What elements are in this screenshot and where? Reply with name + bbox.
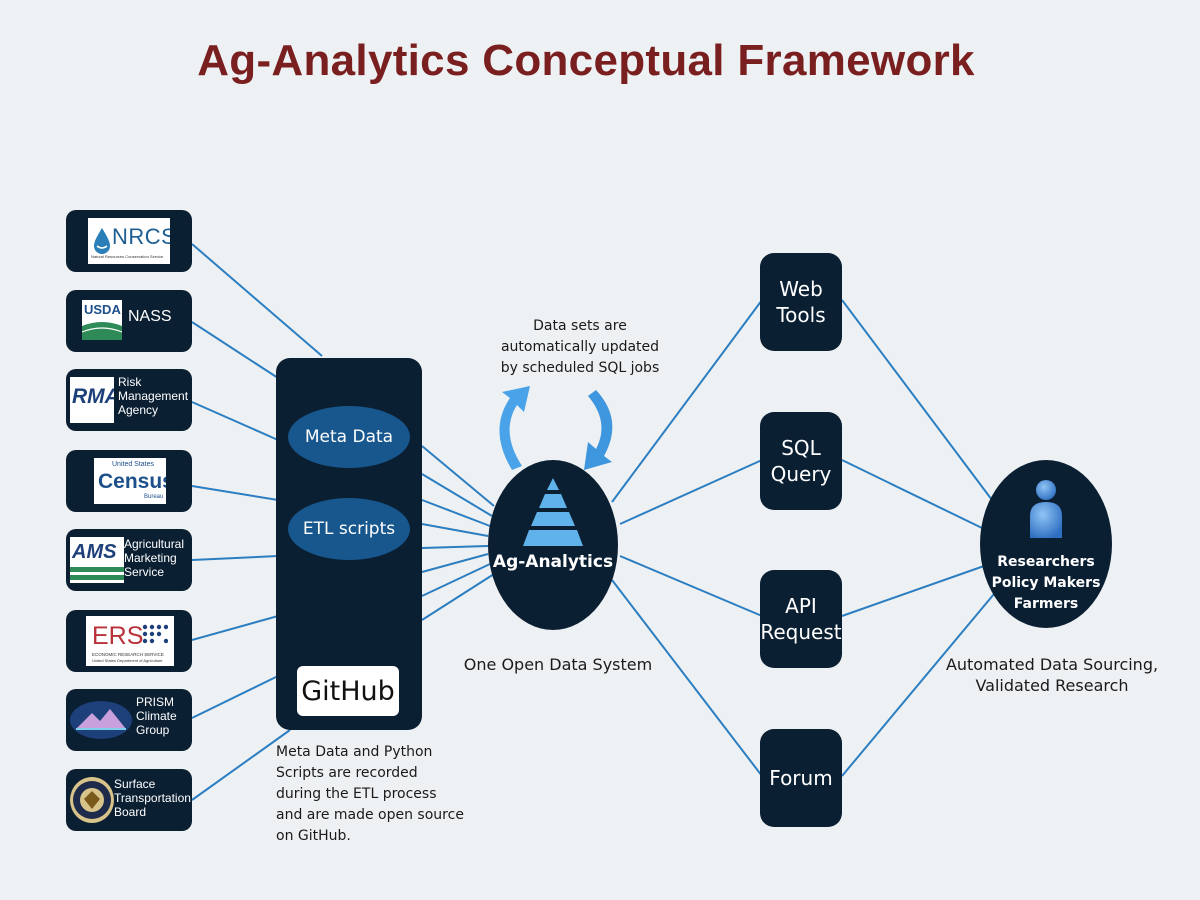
source-nass[interactable]: USDA NASS (66, 290, 192, 352)
rma-label: Risk Management Agency (118, 375, 189, 417)
link-api-users (841, 565, 985, 617)
link-ers-etl (191, 615, 279, 641)
link-etl-hub-6 (421, 553, 489, 573)
meta-data-node[interactable]: Meta Data (288, 406, 410, 468)
source-nrcs[interactable]: NRCS Natural Resources Conservation Serv… (66, 210, 192, 272)
ams-logo: AMS (70, 537, 124, 583)
ers-dots-icon (142, 624, 168, 644)
link-census-etl (191, 485, 279, 501)
ams-stripes-icon (70, 567, 124, 580)
link-etl-hub-4 (421, 523, 489, 537)
link-etl-hub-5 (421, 545, 489, 549)
users-label: Researchers Policy Makers Farmers (991, 554, 1101, 612)
census-logo-subtext: United States (112, 461, 155, 468)
api-request-node[interactable]: API Request (760, 570, 842, 668)
stb-seal-logo (70, 777, 114, 823)
census-logo-subtext2: Bureau (144, 494, 164, 500)
mountain-icon (76, 709, 126, 730)
source-prism[interactable]: PRISM Climate Group (66, 689, 192, 751)
etl-scripts-node[interactable]: ETL scripts (288, 498, 410, 560)
link-hub-api (619, 555, 763, 617)
hub-caption: One Open Data System (463, 655, 653, 674)
source-rma[interactable]: RMA Risk Management Agency (66, 369, 192, 431)
water-drop-icon (94, 228, 110, 254)
link-hub-sql (619, 459, 763, 525)
link-hub-web (611, 299, 763, 503)
link-ams-etl (191, 555, 279, 561)
github-node[interactable]: GitHub (297, 666, 399, 716)
source-ers[interactable]: ERS ECONOMIC RESEARCH SERVICE United Sta… (66, 610, 192, 672)
ers-logo-subtext: ECONOMIC RESEARCH SERVICE (92, 652, 164, 657)
link-web-users (841, 299, 993, 501)
ag-analytics-hub[interactable]: Ag-Analytics (488, 460, 618, 630)
nrcs-logo: NRCS Natural Resources Conservation Serv… (88, 218, 170, 264)
person-icon (1030, 480, 1062, 538)
rma-logo: RMA (70, 377, 114, 423)
link-rma-etl (191, 401, 279, 441)
link-nass-etl (191, 321, 279, 379)
nass-label: NASS (128, 308, 172, 325)
nrcs-logo-subtext: Natural Resources Conservation Service (91, 254, 164, 259)
forum-node[interactable]: Forum (760, 729, 842, 827)
hub-label: Ag-Analytics (492, 552, 614, 572)
source-stb[interactable]: Surface Transportation Board (66, 769, 192, 831)
usda-logo-text: USDA (84, 302, 121, 317)
update-note: Data sets are automatically updated by s… (500, 318, 660, 376)
link-etl-hub-7 (421, 563, 491, 597)
link-forum-users (841, 593, 995, 777)
sql-query-node[interactable]: SQL Query (760, 412, 842, 510)
census-logo-text: Census (98, 470, 166, 493)
rma-logo-text: RMA (72, 385, 114, 408)
ers-logo: ERS ECONOMIC RESEARCH SERVICE United Sta… (86, 616, 174, 666)
stb-label: Surface Transportation Board (114, 777, 191, 819)
pyramid-icon (523, 478, 583, 546)
source-census[interactable]: United States Census Bureau (66, 450, 192, 512)
users-node[interactable]: Researchers Policy Makers Farmers (980, 460, 1112, 628)
nrcs-logo-text: NRCS (112, 224, 170, 249)
update-arrow-right-icon (584, 390, 613, 470)
prism-label: PRISM Climate Group (136, 695, 177, 737)
prism-logo (70, 701, 132, 739)
web-tools-node[interactable]: Web Tools (760, 253, 842, 351)
etl-note: Meta Data and Python Scripts are recorde… (276, 744, 464, 844)
ers-logo-subtext2: United States Department of Agriculture (92, 658, 163, 663)
ams-logo-text: AMS (72, 541, 117, 563)
link-etl-hub-1 (421, 445, 495, 507)
ers-logo-text: ERS (92, 622, 144, 650)
update-arrow-left-icon (499, 386, 530, 470)
link-prism-etl (191, 675, 279, 719)
usda-field-icon (82, 322, 122, 340)
usda-logo: USDA (82, 300, 122, 340)
link-etl-hub-3 (421, 499, 491, 527)
link-etl-hub-8 (421, 573, 495, 621)
link-nrcs-etl (191, 243, 323, 357)
link-etl-hub-2 (421, 473, 493, 517)
source-ams[interactable]: AMS Agricultural Marketing Service (66, 529, 192, 591)
link-sql-users (841, 459, 983, 529)
ams-label: Agricultural Marketing Service (124, 537, 185, 579)
etl-panel: Meta Data ETL scripts GitHub (276, 358, 422, 730)
eagle-seal-icon (73, 781, 111, 819)
census-logo: United States Census Bureau (94, 458, 166, 504)
link-hub-forum (611, 579, 763, 777)
link-stb-etl (191, 729, 291, 801)
diagram-title: Ag-Analytics Conceptual Framework (197, 36, 975, 85)
users-caption: Automated Data Sourcing, Validated Resea… (945, 655, 1159, 695)
